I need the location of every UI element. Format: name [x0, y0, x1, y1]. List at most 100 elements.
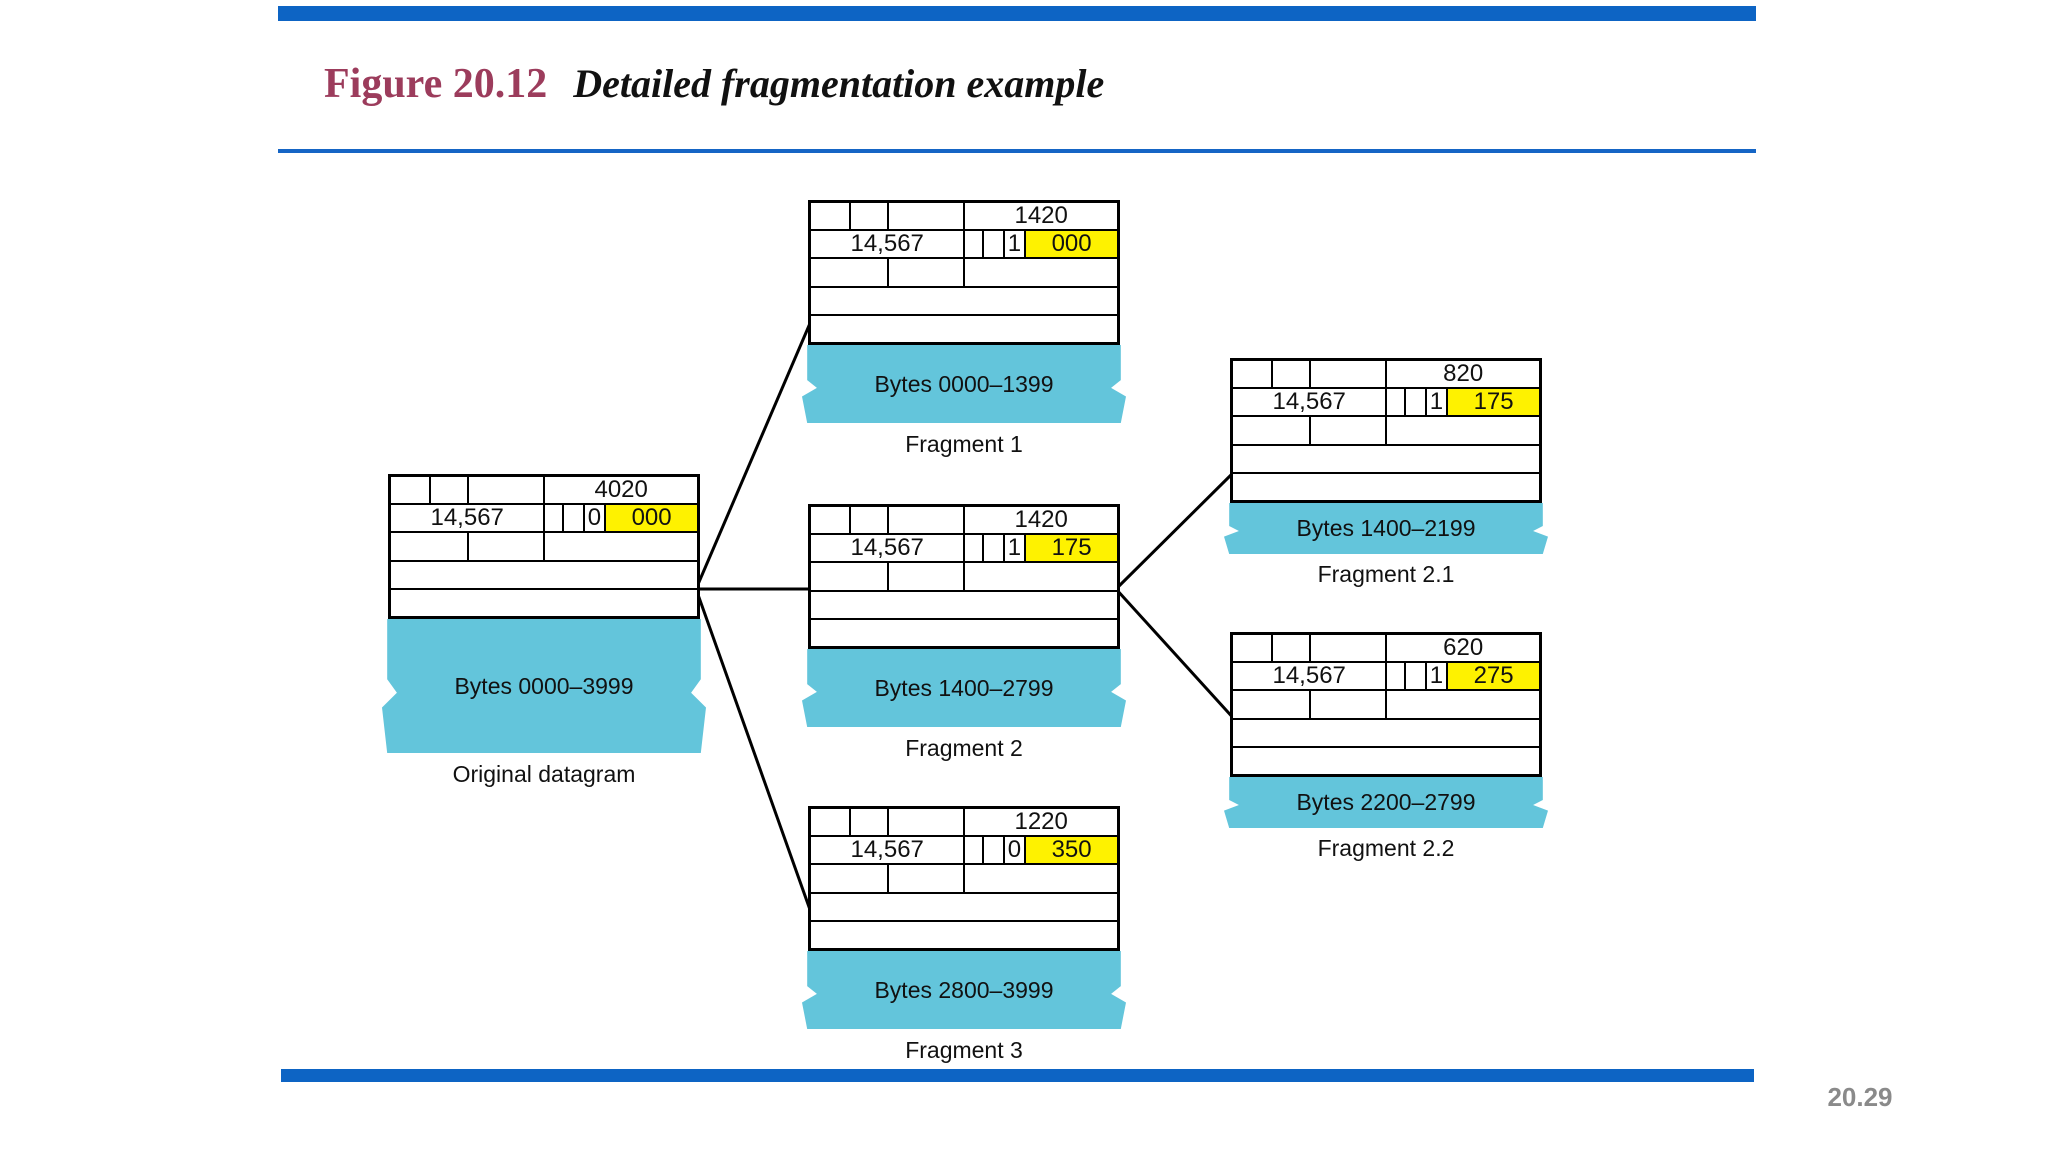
header-cell-empty [963, 865, 1117, 892]
header-cell-empty [1404, 389, 1425, 416]
header-cell-empty [886, 259, 964, 286]
header-row: 14,567 1 175 [811, 533, 1117, 562]
header-row [811, 285, 1117, 314]
identification-value: 14,567 [1272, 389, 1346, 416]
figure-caption: Detailed fragmentation example [573, 61, 1105, 106]
header-cell-empty [391, 562, 697, 588]
page-number: 20.29 [1827, 1082, 1893, 1112]
more-flag-value: 0 [582, 505, 605, 532]
header-cell-empty [1308, 417, 1386, 444]
header-cell-empty [849, 809, 887, 836]
header-cell-empty [1233, 635, 1271, 661]
header-cell-empty [429, 477, 467, 504]
ip-header-fragment2-1: 820 14,567 1 175 [1230, 358, 1542, 503]
connector-fragment2-to-fragment2-2 [1114, 587, 1238, 723]
data-band-label: Bytes 1400–2799 [874, 674, 1054, 701]
header-cell-empty [1308, 691, 1386, 718]
header-row [811, 919, 1117, 948]
header-cell-empty [963, 837, 982, 864]
offset-value: 350 [1024, 837, 1117, 864]
header-cell-empty [1271, 635, 1309, 662]
data-band-label: Bytes 2800–3999 [874, 976, 1054, 1003]
header-row [811, 891, 1117, 920]
header-cell-empty [811, 507, 849, 533]
header-row [1233, 717, 1539, 746]
ip-header-original: 4020 14,567 0 000 [388, 474, 700, 619]
header-row [1233, 415, 1539, 444]
header-row [1233, 745, 1539, 774]
offset-value: 175 [1024, 535, 1117, 562]
header-cell-empty [811, 203, 849, 229]
header-row [391, 531, 697, 560]
header-cell-empty [811, 620, 1117, 646]
data-band-fragment2-1: Bytes 1400–2199 [1224, 503, 1548, 554]
connector-fragment2-to-fragment2-1 [1114, 468, 1238, 591]
connector-original-to-fragment3 [694, 588, 816, 922]
ip-header-fragment2: 1420 14,567 1 175 [808, 504, 1120, 649]
top-accent-bar [278, 6, 1756, 21]
header-row: 14,567 0 000 [391, 503, 697, 532]
identification-value: 14,567 [850, 231, 924, 258]
header-cell-empty [849, 203, 887, 230]
header-cell-empty [1385, 417, 1539, 444]
title-divider-line [278, 149, 1756, 153]
header-cell-empty [1385, 663, 1404, 690]
more-flag-value: 0 [1002, 837, 1025, 864]
ip-header-fragment2-2: 620 14,567 1 275 [1230, 632, 1542, 777]
header-cell-empty [811, 563, 887, 589]
ip-header-fragment3: 1220 14,567 0 350 [808, 806, 1120, 951]
header-cell-empty [963, 231, 982, 258]
header-cell-empty [1385, 389, 1404, 416]
header-cell-empty [811, 592, 1117, 618]
header-cell-empty [982, 535, 1003, 562]
header-cell-empty [1233, 361, 1271, 387]
header-row [1233, 689, 1539, 718]
identification-value: 14,567 [430, 505, 504, 532]
header-cell-empty [1233, 691, 1309, 717]
data-band-fragment1: Bytes 0000–1399 [802, 345, 1126, 423]
header-cell-empty [811, 809, 849, 835]
header-cell-empty [1385, 691, 1539, 718]
header-cell-empty [1233, 446, 1539, 472]
data-band-label: Bytes 0000–1399 [874, 370, 1054, 397]
header-row [391, 559, 697, 588]
header-row: 1220 [811, 809, 1117, 836]
header-cell-empty [849, 507, 887, 534]
total-length-value: 1420 [963, 507, 1117, 534]
header-cell-empty [886, 865, 964, 892]
caption-fragment2-2: Fragment 2.2 [1317, 835, 1455, 861]
header-cell-empty [1233, 720, 1539, 746]
header-row [811, 313, 1117, 342]
header-row: 620 [1233, 635, 1539, 662]
data-band-fragment3: Bytes 2800–3999 [802, 951, 1126, 1029]
header-cell-empty [562, 505, 583, 532]
header-cell-empty [963, 535, 982, 562]
data-band-label: Bytes 0000–3999 [454, 672, 634, 699]
header-row [811, 617, 1117, 646]
offset-value: 000 [1024, 231, 1117, 258]
connector-original-to-fragment1 [694, 313, 816, 590]
header-row [811, 561, 1117, 590]
header-cell-empty [811, 288, 1117, 314]
header-cell-empty [886, 203, 964, 230]
header-cell-empty [391, 590, 697, 616]
total-length-value: 1420 [963, 203, 1117, 230]
header-cell-empty [811, 316, 1117, 342]
bottom-accent-bar [281, 1069, 1754, 1082]
header-cell-empty [886, 563, 964, 590]
header-row: 1420 [811, 203, 1117, 230]
identification-value: 14,567 [1272, 663, 1346, 690]
header-row: 14,567 0 350 [811, 835, 1117, 864]
header-row [1233, 443, 1539, 472]
header-row: 4020 [391, 477, 697, 504]
header-cell-empty [963, 259, 1117, 286]
header-cell-empty [543, 533, 697, 560]
data-band-label: Bytes 2200–2799 [1296, 789, 1476, 815]
header-cell-empty [811, 865, 887, 891]
header-row: 1420 [811, 507, 1117, 534]
header-cell-empty [963, 563, 1117, 590]
more-flag-value: 1 [1424, 389, 1447, 416]
header-cell-empty [982, 837, 1003, 864]
